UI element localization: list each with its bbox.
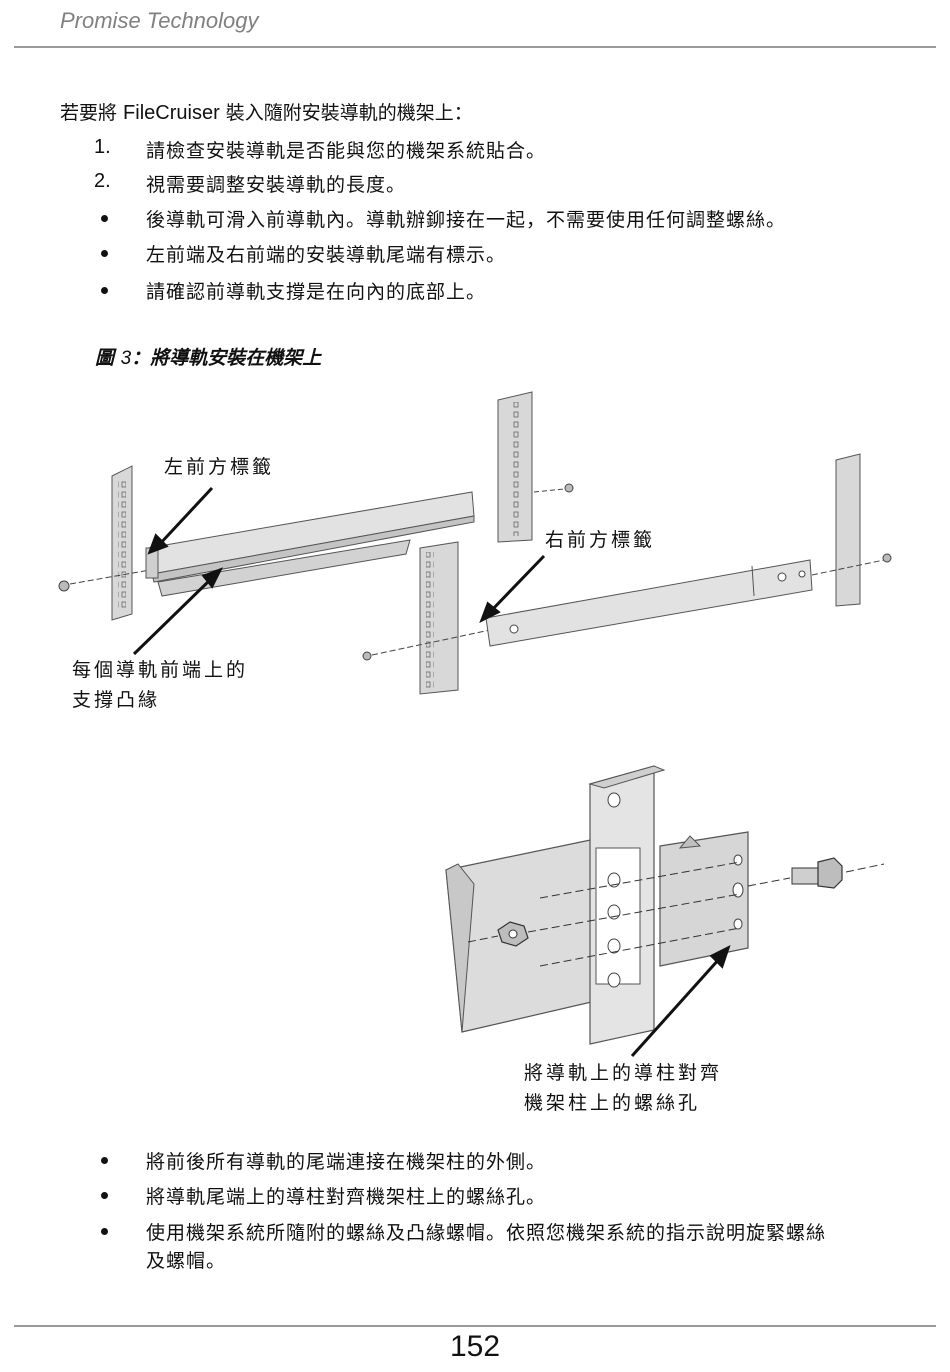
final-step-text: 將導軌尾端上的導柱對齊機架柱上的螺絲孔。 xyxy=(146,1186,547,1208)
intro-product: FileCruiser xyxy=(123,102,220,124)
figure-label-number: 3 xyxy=(120,348,132,369)
note-text: 左前端及右前端的安裝導軌尾端有標示。 xyxy=(146,244,507,266)
callout-left-front-label: 左前方標籤 xyxy=(164,456,275,478)
bullet-dot xyxy=(101,1192,108,1199)
page-number: 152 xyxy=(449,1330,501,1363)
detail-rail-and-post xyxy=(445,765,885,1058)
header-rule xyxy=(14,46,936,48)
final-step-text: 使用機架系統所隨附的螺絲及凸緣螺帽。依照您機架系統的指示說明旋緊螺絲 xyxy=(146,1222,827,1244)
bullet-dot xyxy=(101,1228,108,1235)
final-step-text-continued: 及螺帽。 xyxy=(146,1250,227,1272)
note-text: 請確認前導軌支撐是在向內的底部上。 xyxy=(146,281,487,303)
note-text: 後導軌可滑入前導軌內。導軌辦鉚接在一起，不需要使用任何調整螺絲。 xyxy=(146,209,787,231)
final-step-text: 將前後所有導軌的尾端連接在機架柱的外側。 xyxy=(146,1151,547,1173)
figure-label-prefix: 圖 xyxy=(95,347,121,369)
step-text: 請檢查安裝導軌是否能與您的機架系統貼合。 xyxy=(146,140,547,162)
callout-right-front-label: 右前方標籤 xyxy=(545,529,656,551)
intro-prefix: 若要將 xyxy=(60,102,124,124)
bullet-dot xyxy=(101,1157,108,1164)
callout-guide-post-line1: 將導軌上的導柱對齊 xyxy=(524,1062,723,1084)
step-text: 視需要調整安裝導軌的長度。 xyxy=(146,174,407,196)
intro-sentence: 若要將 FileCruiser 裝入隨附安裝導軌的機架上： xyxy=(60,98,473,125)
intro-suffix: 裝入隨附安裝導軌的機架上： xyxy=(219,102,473,124)
callout-arrows xyxy=(132,486,546,656)
figure-label-title: ：將導軌安裝在機架上 xyxy=(131,347,322,369)
figure-title: 圖 3：將導軌安裝在機架上 xyxy=(95,343,321,370)
left-rail xyxy=(145,491,475,597)
right-rail xyxy=(485,559,813,647)
rear-rack-post-right xyxy=(811,453,892,607)
left-screw xyxy=(58,569,151,592)
front-rack-post-right xyxy=(362,541,491,695)
callout-support-flange-line2: 支撐凸緣 xyxy=(72,689,161,711)
callout-support-flange-line1: 每個導軌前端上的 xyxy=(72,659,249,681)
bullet-dot xyxy=(101,250,108,257)
bullet-dot xyxy=(101,287,108,294)
rear-rack-post-left xyxy=(497,391,574,543)
callout-guide-post-line2: 機架柱上的螺絲孔 xyxy=(524,1092,701,1114)
bullet-dot xyxy=(101,215,108,222)
header-brand: Promise Technology xyxy=(60,8,259,33)
step-number: 2. xyxy=(94,170,111,192)
left-rack-post xyxy=(111,465,133,621)
step-number: 1. xyxy=(94,136,111,158)
footer-rule xyxy=(14,1325,936,1327)
